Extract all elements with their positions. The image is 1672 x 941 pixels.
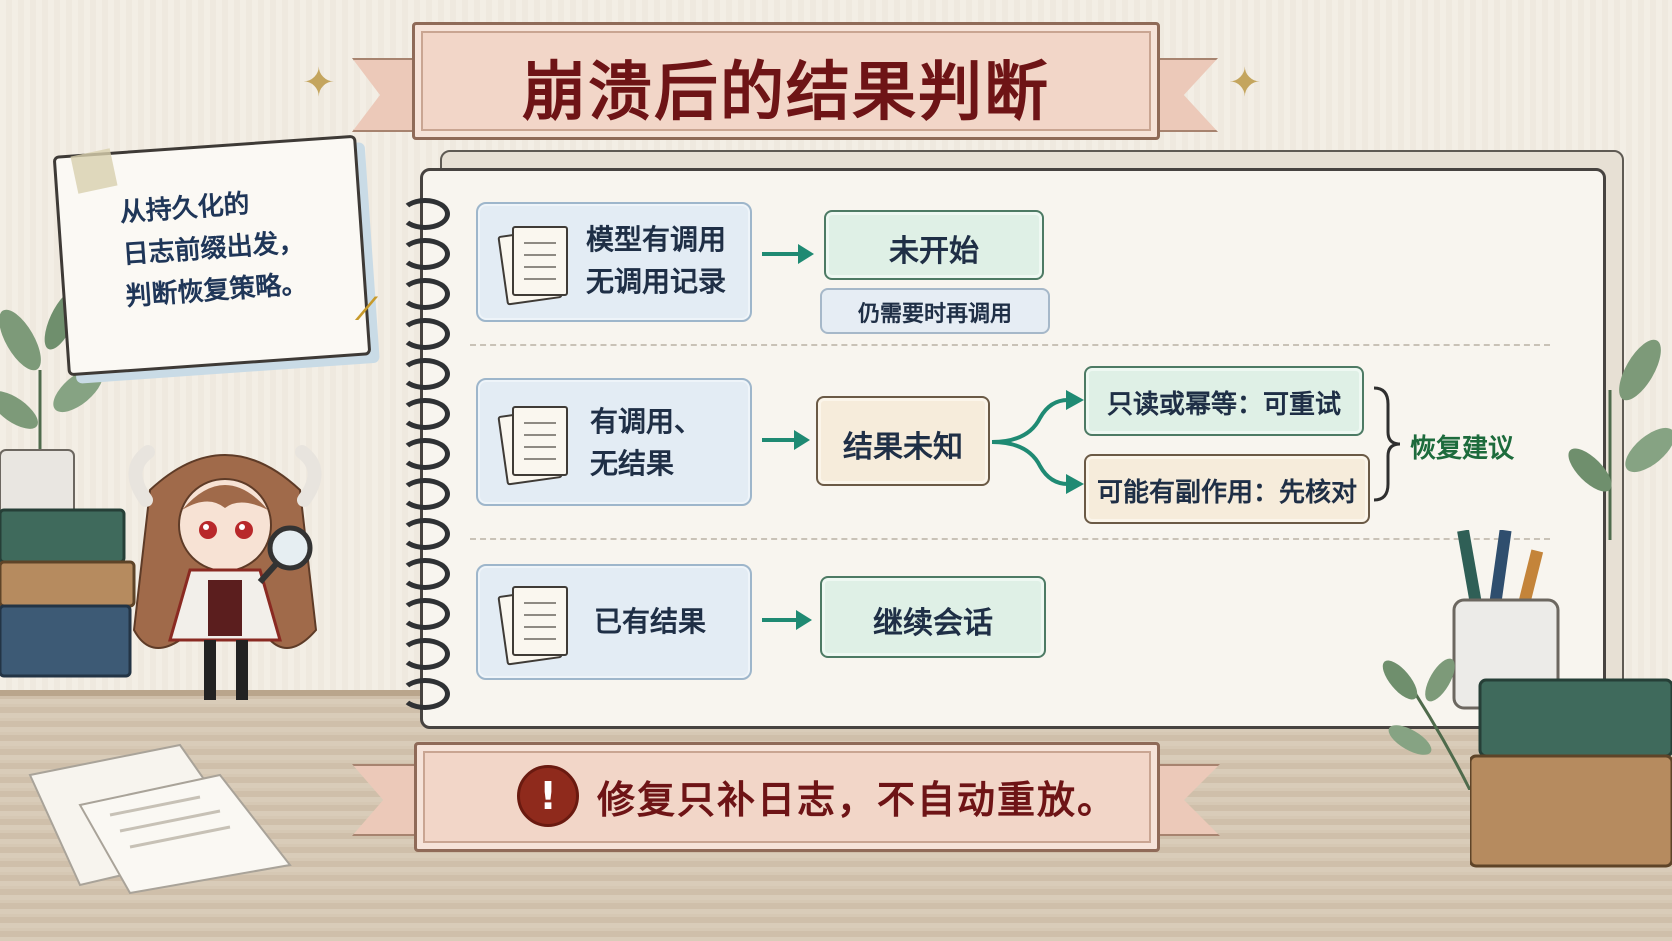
source-label: 已有结果 (594, 605, 707, 638)
book-stack-left (0, 508, 136, 678)
source-box-has-result: 已有结果 (476, 564, 752, 680)
result-box-continue-session: 继续会话 (820, 576, 1046, 658)
result-box-not-started: 未开始 (824, 210, 1044, 280)
document-icon (512, 406, 568, 476)
page-title: 崩溃后的结果判断 (522, 55, 1050, 130)
branch-box-retry: 只读或幂等：可重试 (1084, 366, 1364, 436)
branch-label: 只读或幂等：可重试 (1106, 390, 1341, 420)
flow-arrow (762, 610, 812, 630)
note-line: 日志前缀出发， (121, 227, 306, 271)
title-banner: 崩溃后的结果判断 (412, 22, 1160, 140)
document-icon (512, 586, 568, 656)
spiral-ring (400, 638, 450, 670)
flow-arrow (762, 430, 810, 450)
branch-label: 可能有副作用：先核对 (1096, 478, 1357, 508)
source-box-call-no-result: 有调用、 无结果 (476, 378, 752, 506)
footer-message: 修复只补日志，不自动重放。 (597, 777, 1118, 822)
chibi-detective-character (128, 445, 322, 700)
spiral-ring (400, 198, 450, 230)
row-divider (470, 538, 1550, 540)
plant-sprig (1382, 658, 1472, 790)
source-box-no-call-record: 模型有调用 无调用记录 (476, 202, 752, 322)
source-label: 无结果 (590, 447, 675, 480)
spiral-ring (400, 518, 450, 550)
source-label: 无调用记录 (586, 265, 727, 298)
result-label: 继续会话 (873, 606, 993, 641)
result-label: 未开始 (889, 234, 979, 269)
potted-plant-right (1568, 339, 1672, 540)
spiral-ring (400, 278, 450, 310)
book-stack-right (1470, 678, 1672, 868)
footer-banner: ! 修复只补日志，不自动重放。 (414, 742, 1160, 852)
row-divider (470, 344, 1550, 346)
branch-box-verify: 可能有副作用：先核对 (1084, 454, 1370, 524)
spiral-ring (400, 678, 450, 710)
exclamation-icon: ! (517, 765, 579, 827)
spiral-ring (400, 598, 450, 630)
result-label: 结果未知 (843, 430, 963, 465)
document-icon (512, 226, 568, 296)
source-label: 模型有调用 (586, 223, 727, 256)
spiral-ring (400, 238, 450, 270)
spiral-ring (400, 558, 450, 590)
result-box-unknown: 结果未知 (816, 396, 990, 486)
sparkle-icon: ✦ (302, 60, 336, 106)
loose-papers (28, 743, 292, 895)
spiral-ring (400, 438, 450, 470)
subnote-box: 仍需要时再调用 (820, 288, 1050, 334)
note-line: 判断恢复策略。 (124, 269, 309, 313)
note-line: 从持久化的 (118, 189, 251, 229)
attention-marks: ⟋ (356, 292, 377, 327)
spiral-ring (400, 318, 450, 350)
brace-label: 恢复建议 (1410, 434, 1515, 464)
tape-strip (70, 148, 118, 194)
branch-arrows (991, 390, 1084, 494)
brace-icon (1373, 386, 1401, 502)
flow-arrow (762, 244, 814, 264)
spiral-ring (400, 358, 450, 390)
subnote-label: 仍需要时再调用 (857, 301, 1012, 327)
source-label: 有调用、 (590, 405, 703, 438)
sparkle-icon: ✦ (1228, 60, 1262, 106)
spiral-ring (400, 478, 450, 510)
spiral-ring (400, 398, 450, 430)
